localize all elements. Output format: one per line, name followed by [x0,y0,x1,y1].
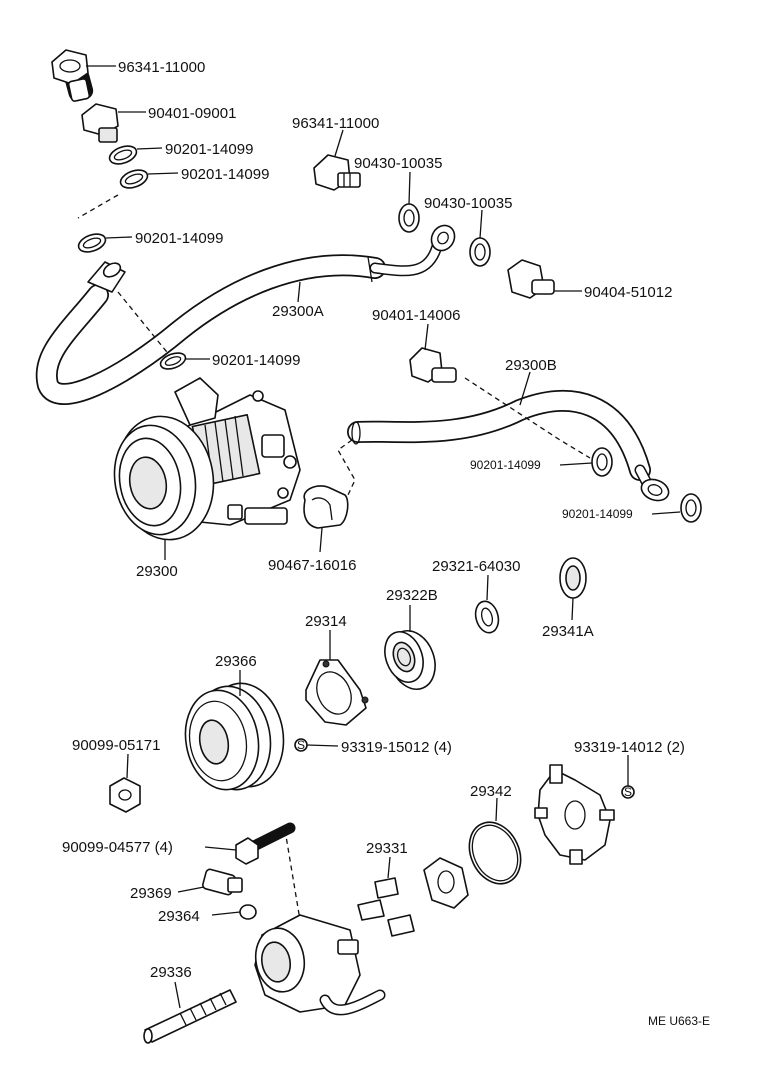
label-29364: 29364 [158,908,200,925]
hose-29300b [347,389,670,502]
label-90401-09001: 90401-09001 [148,105,236,122]
nut-90099-05171 [109,777,141,813]
label-29300: 29300 [136,563,178,580]
label-29300b: 29300B [505,357,557,374]
label-90201-14099-f: 90201-14099 [562,507,633,521]
label-93319-14012: 93319-14012 (2) [574,739,685,756]
svg-text:S: S [624,785,632,799]
label-96341-11000-b: 96341-11000 [292,115,379,132]
gasket-90201-14099-c [77,233,107,253]
shaft-29336 [143,989,237,1044]
s-mark-93319-14012: S [621,785,635,799]
gasket-90201-14099-e [591,447,613,477]
o-ring-29342 [468,821,522,885]
label-90201-14099-a: 90201-14099 [165,141,253,158]
o-ring-29364 [239,904,257,920]
flow-valve-29369 [202,868,243,896]
vanes-29331 [357,877,415,937]
gasket-90201-14099-f [680,493,702,523]
s-mark-93319-15012: S [294,738,308,752]
rotor [423,857,469,909]
label-29369: 29369 [130,885,172,902]
union-bolt-90404-51012 [507,259,555,299]
label-29314: 29314 [305,613,347,630]
label-29322b: 29322B [386,587,438,604]
dash-line-2 [117,291,176,363]
dash-line-3 [337,439,356,496]
label-90099-05171: 90099-05171 [72,737,160,754]
label-90201-14099-d: 90201-14099 [212,352,300,369]
label-29336: 29336 [150,964,192,981]
cam-plate [534,764,615,865]
dash-line-1 [77,194,119,219]
label-90430-10035-a: 90430-10035 [354,155,442,172]
label-29366: 29366 [215,653,257,670]
clamp-90467-16016 [303,485,349,529]
label-93319-15012: 93319-15012 (4) [341,739,452,756]
label-96341-11000-a: 96341-11000 [118,59,205,76]
label-29342: 29342 [470,783,512,800]
dash-line-4 [464,377,591,459]
label-29341a: 29341A [542,623,594,640]
part-labels: 96341-11000 90401-09001 90201-14099 9020… [62,59,710,1028]
pump-body [254,914,386,1016]
bearing-29322b [384,630,436,690]
label-90201-14099-b: 90201-14099 [181,166,269,183]
label-29321-64030: 29321-64030 [432,558,520,575]
hose-29300a [35,224,456,405]
label-90201-14099-e: 90201-14099 [470,458,541,472]
label-90201-14099-c: 90201-14099 [135,230,223,247]
label-90430-10035-b: 90430-10035 [424,195,512,212]
label-29331: 29331 [366,840,408,857]
gasket-90430-10035-a [398,203,420,233]
svg-text:S: S [297,738,305,752]
dash-line-5 [284,829,301,921]
union-bolt-90401-09001 [81,103,119,143]
gasket-90201-14099-a [108,145,138,165]
union-bolt-96341-11000-a [51,49,94,102]
label-90404-51012: 90404-51012 [584,284,672,301]
footer-code: ME U663-E [648,1014,710,1028]
gasket-90201-14099-b [119,169,149,189]
union-bolt-96341-11000-b [313,154,361,191]
label-29300a: 29300A [272,303,324,320]
gasket-90430-10035-b [469,237,491,267]
label-90467-16016: 90467-16016 [268,557,356,574]
bolt-90099-04577 [235,822,296,865]
plate-29314 [305,659,369,726]
washer-29321-64030 [474,600,500,634]
label-90401-14006: 90401-14006 [372,307,460,324]
leader-lines [86,65,681,1009]
label-90099-04577: 90099-04577 (4) [62,839,173,856]
union-bolt-90401-14006 [409,347,457,383]
power-steering-pump [113,377,301,541]
pulley-29366 [184,682,285,791]
